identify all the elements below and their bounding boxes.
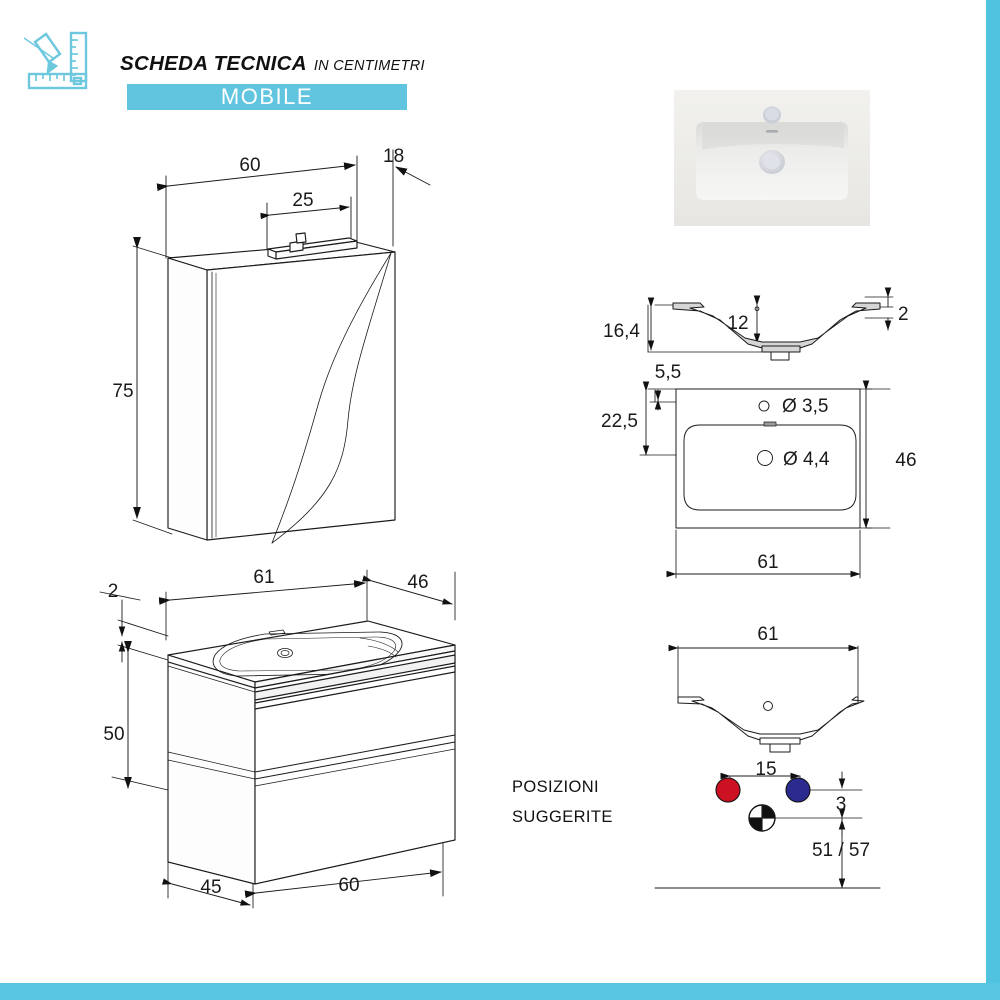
dim-vanity-top-width: 61 — [253, 567, 274, 588]
dim-drain-hole: Ø 4,4 — [783, 449, 830, 470]
drain-marker — [748, 804, 776, 832]
page-title: SCHEDA TECNICA IN CENTIMETRI — [120, 52, 425, 76]
view-basin-plan — [639, 380, 891, 579]
dim-vanity-body-width: 60 — [338, 875, 359, 896]
dim-tap-hole: Ø 3,5 — [782, 396, 828, 417]
dim-install-width: 61 — [757, 624, 778, 645]
hot-water-marker — [715, 777, 741, 803]
header: SCHEDA TECNICA IN CENTIMETRI MOBILE — [23, 24, 444, 110]
dim-mirror-lamp: 25 — [292, 190, 313, 211]
section-banner-label: MOBILE — [220, 84, 314, 109]
view-mirror-cabinet — [132, 149, 431, 544]
dim-rim-thickness: 2 — [898, 304, 909, 325]
title-main: SCHEDA TECNICA — [120, 52, 307, 75]
positions-label-line2: SUGGERITE — [512, 808, 613, 826]
dim-tap-distance: 22,5 — [601, 411, 638, 432]
view-vanity-unit — [99, 569, 456, 909]
frame-band-bottom — [0, 983, 1000, 1000]
dim-vanity-body-depth: 45 — [200, 877, 221, 898]
dim-bowl-angle-unit: ° — [754, 303, 761, 322]
dim-vanity-body-height: 50 — [103, 724, 124, 745]
view-basin-section — [647, 287, 894, 361]
positions-label-line1: POSIZIONI — [512, 778, 599, 796]
dim-offset-drain: 3 — [836, 794, 847, 815]
dim-plan-depth: 46 — [895, 450, 916, 471]
dim-bowl-depth: 16,4 — [603, 321, 640, 342]
dim-mirror-width: 60 — [239, 155, 260, 176]
pencil-ruler-icon — [23, 30, 94, 92]
dim-height-floor: 51 / 57 — [812, 840, 870, 861]
dim-vanity-top-depth: 46 — [407, 572, 428, 593]
dim-plan-width: 61 — [757, 552, 778, 573]
cold-water-marker — [785, 777, 811, 803]
dim-pipe-spacing: 15 — [755, 759, 776, 780]
dim-tap-offset: 5,5 — [655, 362, 681, 383]
dim-bowl-angle: 12 — [727, 313, 748, 334]
dim-mirror-height: 75 — [112, 381, 133, 402]
dim-vanity-top-thick: 2 — [108, 581, 119, 602]
frame-band-right — [986, 0, 1000, 1000]
title-sub: IN CENTIMETRI — [313, 58, 425, 74]
section-banner: MOBILE — [127, 84, 407, 110]
dim-mirror-depth: 18 — [383, 146, 404, 167]
basin-photo — [672, 88, 872, 228]
